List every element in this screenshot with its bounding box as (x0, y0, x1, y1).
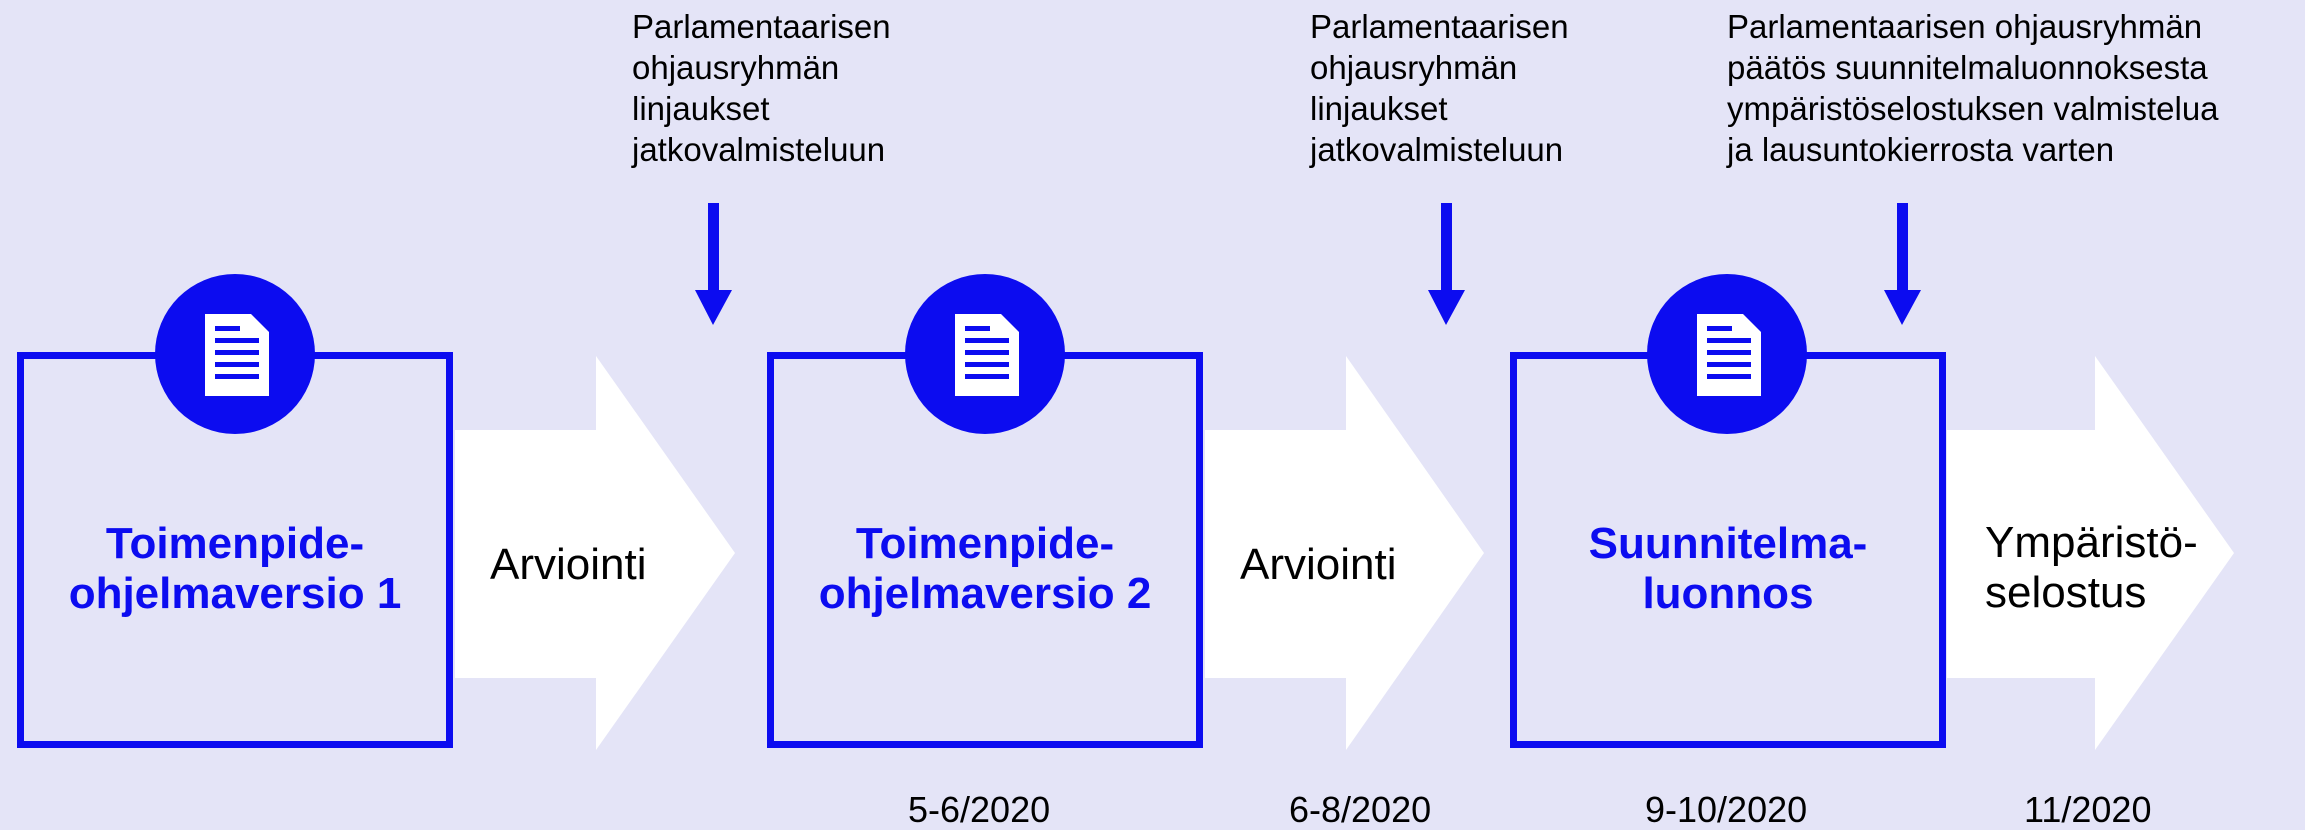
note-1: Parlamentaarisen ohjausryhmän linjaukset… (632, 8, 891, 168)
stage-title-3: Suunnitelma- luonnos (1588, 519, 1868, 618)
date-1: 5-6/2020 (908, 789, 1051, 830)
arrow-label-3: Ympäristö- selostus (1985, 518, 2198, 617)
document-icon (1647, 274, 1807, 434)
note-2: Parlamentaarisen ohjausryhmän linjaukset… (1310, 8, 1569, 168)
date-4: 11/2020 (2024, 789, 2152, 830)
down-arrow-2 (1428, 203, 1465, 325)
stage-title-1: Toimenpide- ohjelmaversio 1 (68, 519, 402, 618)
note-3: Parlamentaarisen ohjausryhmän päätös suu… (1727, 8, 2219, 168)
arrow-label-2: Arviointi (1240, 540, 1397, 589)
date-2: 6-8/2020 (1289, 789, 1432, 830)
process-arrow-3 (1947, 356, 2234, 750)
down-arrow-3 (1884, 203, 1921, 325)
document-icon (155, 274, 315, 434)
stage-box-2: Toimenpide- ohjelmaversio 2 (767, 352, 1203, 748)
arrow-label-1: Arviointi (490, 540, 647, 589)
down-arrow-1 (695, 203, 732, 325)
document-icon (905, 274, 1065, 434)
process-arrow-2 (1205, 356, 1484, 750)
process-arrow-1 (455, 356, 735, 750)
date-3: 9-10/2020 (1645, 789, 1808, 830)
stage-title-2: Toimenpide- ohjelmaversio 2 (818, 519, 1152, 618)
